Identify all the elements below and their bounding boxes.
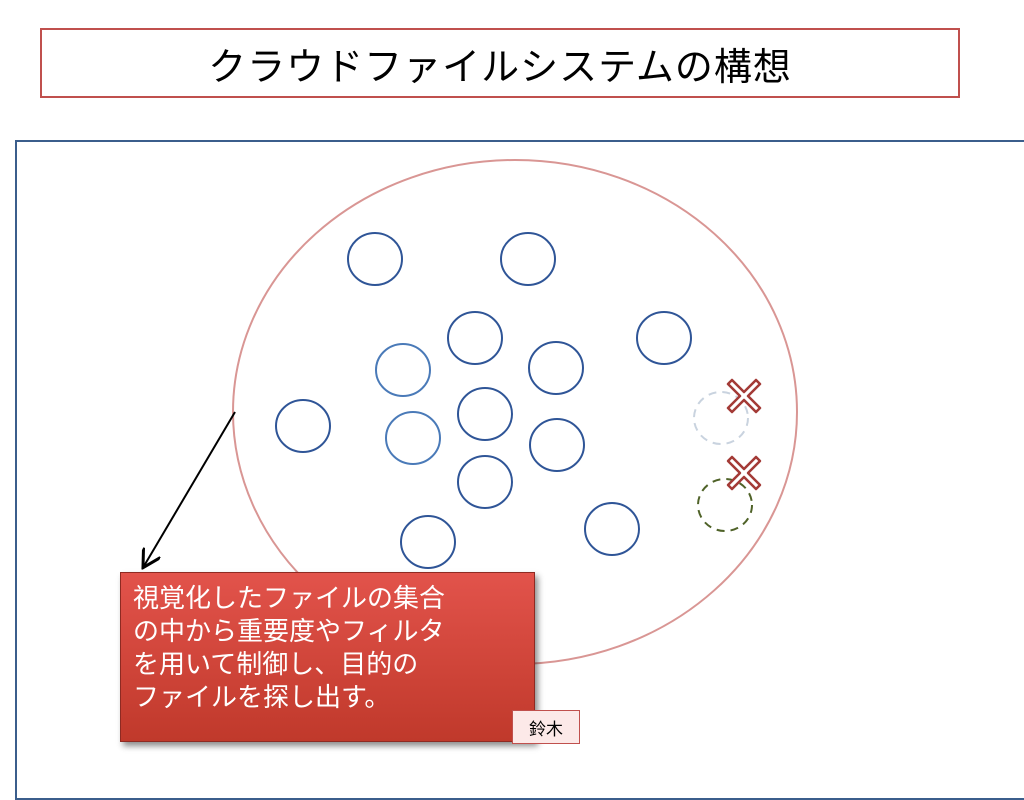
callout-line: ファイルを探し出す。 — [133, 683, 391, 713]
file-circle[interactable] — [457, 387, 513, 441]
arrow — [144, 411, 236, 566]
cloud-diagram — [0, 159, 798, 665]
file-circle[interactable] — [447, 311, 503, 365]
file-circles — [275, 232, 692, 569]
file-circle[interactable] — [385, 411, 441, 465]
removed-file-circle[interactable] — [693, 391, 749, 445]
callout-line: の中から重要度やフィルタ — [133, 617, 445, 647]
file-circle[interactable] — [584, 502, 640, 556]
author-name: 鈴木 — [529, 719, 563, 740]
author-tag: 鈴木 — [512, 710, 580, 744]
file-circle[interactable] — [375, 343, 431, 397]
file-circle[interactable] — [400, 515, 456, 569]
removed-x-icon — [726, 455, 762, 491]
removed-file-circle[interactable] — [697, 478, 753, 532]
file-circle[interactable] — [636, 311, 692, 365]
callout-line: 視覚化したファイルの集合 — [133, 584, 446, 614]
callout-box: 視覚化したファイルの集合 の中から重要度やフィルタ を用いて制御し、目的の ファ… — [120, 572, 535, 742]
file-circle[interactable] — [500, 232, 556, 286]
file-circle[interactable] — [275, 399, 331, 453]
removed-x-icon — [726, 378, 762, 414]
file-circle[interactable] — [457, 455, 513, 509]
title-box: クラウドファイルシステムの構想 — [40, 28, 960, 98]
file-circle[interactable] — [528, 341, 584, 395]
callout-line: を用いて制御し、目的の — [133, 650, 419, 680]
file-circle[interactable] — [347, 232, 403, 286]
file-circle[interactable] — [529, 418, 585, 472]
page-title: クラウドファイルシステムの構想 — [208, 44, 792, 89]
